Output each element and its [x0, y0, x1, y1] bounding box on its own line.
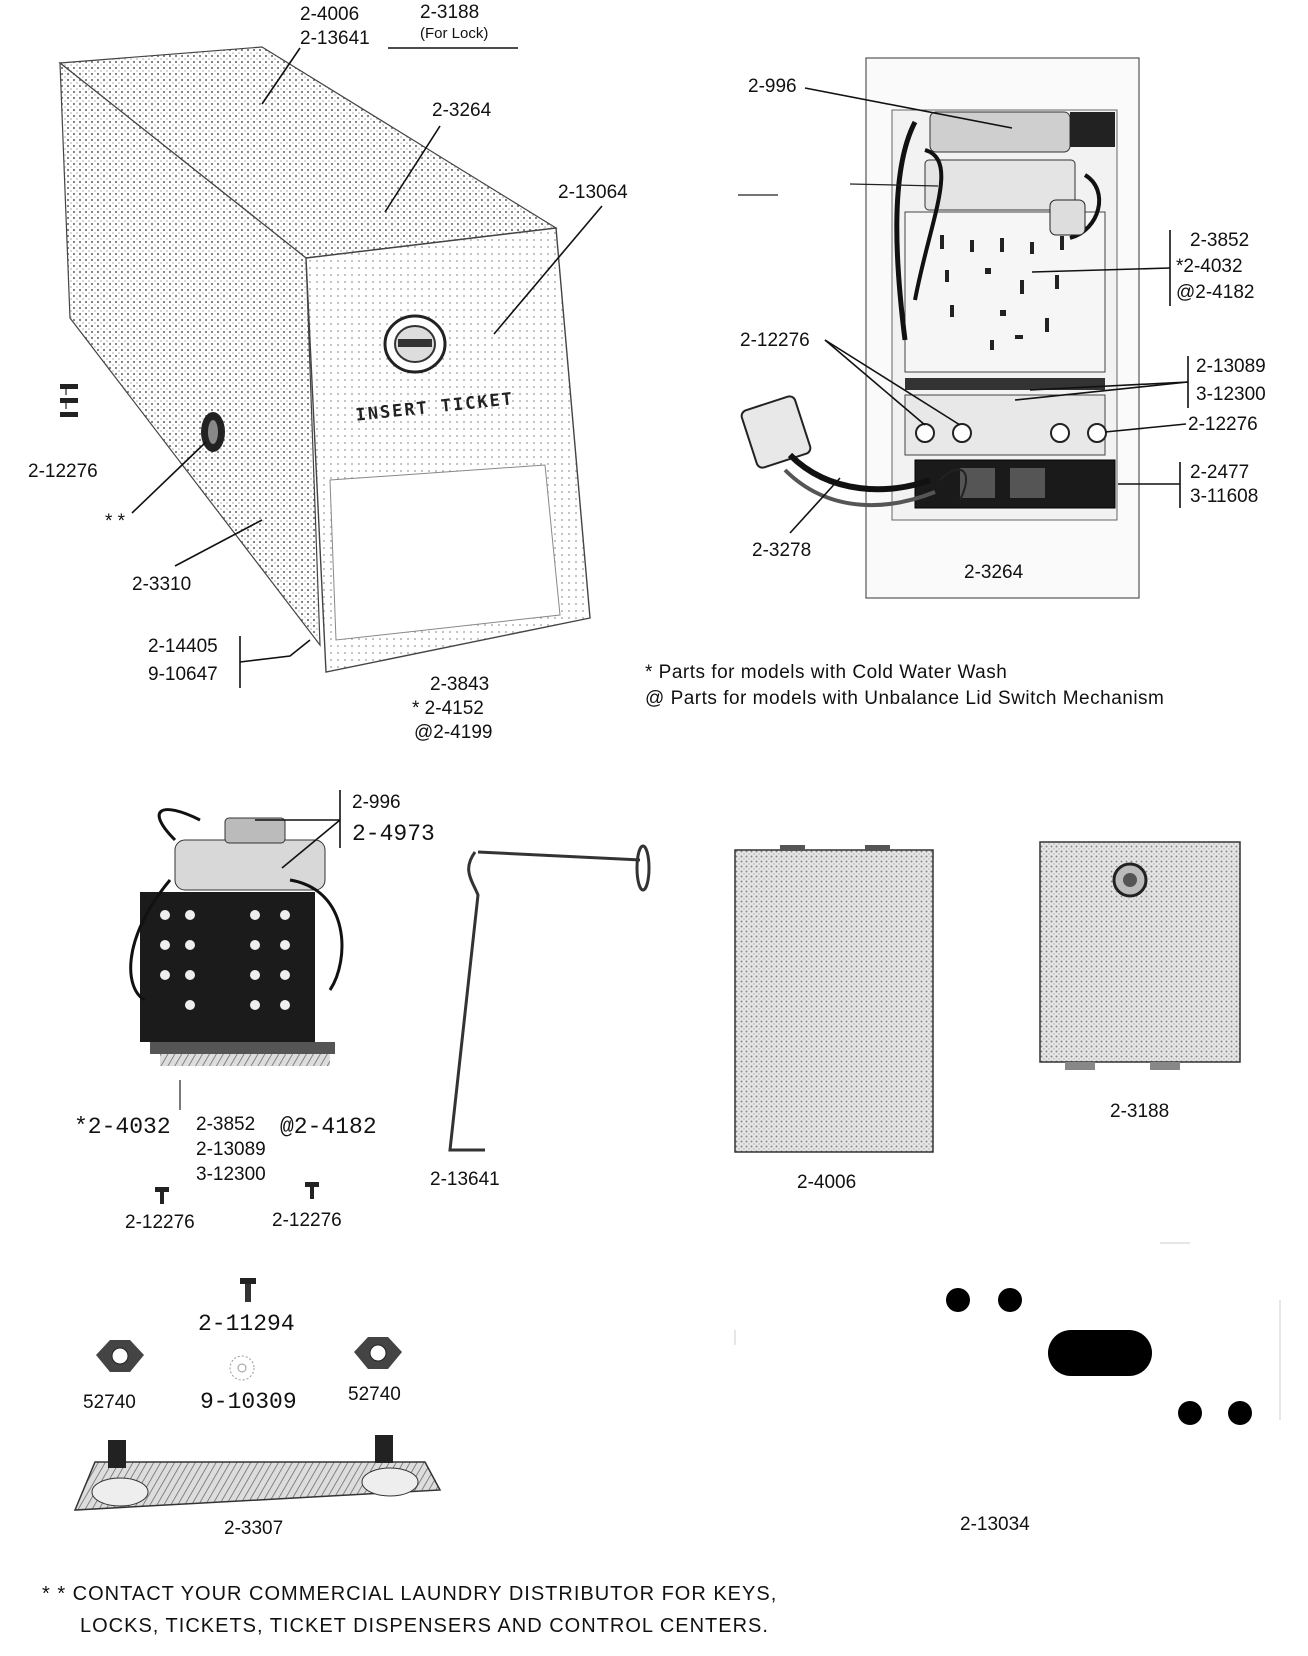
- label-52740-right: 52740: [348, 1384, 401, 1405]
- label-2-12276-timer-right: 2-12276: [272, 1210, 342, 1231]
- label-2-3264: 2-3264: [432, 100, 492, 121]
- timer-screw-left: [155, 1187, 169, 1204]
- label-2-3852-timer: 2-3852: [196, 1114, 255, 1135]
- cabinet-screws: [60, 384, 78, 417]
- hardware-labels: 2-11294 52740 9-10309 52740 2-3307: [83, 1311, 401, 1539]
- lock-rod-illustration: [448, 844, 651, 1152]
- label-2-12276-console-right: 2-12276: [1188, 414, 1258, 435]
- panel-2-4006-illustration: [734, 845, 934, 1153]
- console-labels: 2-996 2-3852 *2-4032 @2-4182 2-12276 2-1…: [738, 76, 1266, 583]
- gasket-illustration: [734, 1242, 1281, 1425]
- label-2-4006: 2-4006: [300, 4, 359, 25]
- label-2-996-timer: 2-996: [352, 792, 401, 813]
- note-unbalance-lid: @ Parts for models with Unbalance Lid Sw…: [645, 688, 1164, 709]
- label-2-4032-console: *2-4032: [1176, 256, 1243, 277]
- label-2-3307: 2-3307: [224, 1518, 283, 1539]
- footer-line-2: LOCKS, TICKETS, TICKET DISPENSERS AND CO…: [80, 1615, 769, 1637]
- washer-9-10309: [229, 1355, 255, 1381]
- label-2-3188-panel: 2-3188: [1110, 1101, 1169, 1122]
- label-52740-left: 52740: [83, 1392, 136, 1413]
- nut-left: [96, 1340, 144, 1372]
- label-9-10647: 9-10647: [148, 664, 218, 685]
- note-cold-water: * Parts for models with Cold Water Wash: [645, 662, 1007, 683]
- label-2-4152: * 2-4152: [412, 698, 484, 719]
- label-2-3843: 2-3843: [430, 674, 489, 695]
- footer-line-1: * * CONTACT YOUR COMMERCIAL LAUNDRY DIST…: [42, 1583, 777, 1605]
- label-2-13641: 2-13641: [300, 28, 370, 49]
- label-2-13064: 2-13064: [558, 182, 628, 203]
- label-2-11294: 2-11294: [198, 1311, 295, 1337]
- label-2-4182-console: @2-4182: [1176, 282, 1254, 303]
- distributor-note: * * CONTACT YOUR COMMERCIAL LAUNDRY DIST…: [42, 1583, 777, 1637]
- label-2-3264-console: 2-3264: [964, 562, 1024, 583]
- label-2-12276-timer-left: 2-12276: [125, 1212, 195, 1233]
- label-2-14405: 2-14405: [148, 636, 218, 657]
- label-2-13641-rod: 2-13641: [430, 1169, 500, 1190]
- label-double-star: * *: [105, 511, 126, 532]
- label-3-11608: 3-11608: [1190, 486, 1258, 507]
- timer-illustration: [129, 808, 344, 1110]
- bracket-2-3307: [73, 1435, 442, 1511]
- label-3-12300-console: 3-12300: [1196, 384, 1266, 405]
- label-2-2477: 2-2477: [1190, 462, 1249, 483]
- label-2-13089-console: 2-13089: [1196, 356, 1266, 377]
- label-9-10309: 9-10309: [200, 1389, 297, 1415]
- label-2-12276-console-left: 2-12276: [740, 330, 810, 351]
- cabinet-labels: 2-4006 2-13641 2-3188 (For Lock) 2-3264 …: [28, 2, 628, 743]
- label-2-4006-panel: 2-4006: [797, 1172, 856, 1193]
- wire-harness-plug: [740, 395, 967, 508]
- label-2-4199: @2-4199: [414, 722, 492, 743]
- hardware-illustration: [73, 1278, 442, 1511]
- label-2-4973: 2-4973: [352, 821, 435, 847]
- ticket-slot-knob: [383, 314, 447, 374]
- label-2-3852-console: 2-3852: [1190, 230, 1249, 251]
- label-2-4182-timer: @2-4182: [280, 1114, 377, 1140]
- panel-2-3188-illustration: [1039, 841, 1241, 1070]
- label-2-3188: 2-3188: [420, 2, 479, 23]
- label-2-12276-cabinet: 2-12276: [28, 461, 98, 482]
- lock-cylinder: [201, 412, 225, 452]
- cabinet-illustration: INSERT TICKET: [58, 46, 591, 673]
- label-2-13089-timer: 2-13089: [196, 1139, 266, 1160]
- timer-screw-right: [305, 1182, 319, 1199]
- label-2-3310: 2-3310: [132, 574, 191, 595]
- label-3-12300-timer: 3-12300: [196, 1164, 266, 1185]
- label-2-13034: 2-13034: [960, 1514, 1030, 1535]
- label-for-lock: (For Lock): [420, 25, 488, 42]
- label-2-3278: 2-3278: [752, 540, 811, 561]
- nut-right: [354, 1337, 402, 1369]
- screw-2-11294: [240, 1278, 256, 1302]
- console-illustration: [740, 57, 1140, 599]
- timer-labels: 2-996 2-4973 *2-4032 2-3852 @2-4182 2-13…: [74, 790, 435, 1233]
- model-notes: * Parts for models with Cold Water Wash …: [645, 662, 1164, 709]
- label-2-996-console: 2-996: [748, 76, 797, 97]
- label-2-4032-timer: *2-4032: [74, 1114, 171, 1140]
